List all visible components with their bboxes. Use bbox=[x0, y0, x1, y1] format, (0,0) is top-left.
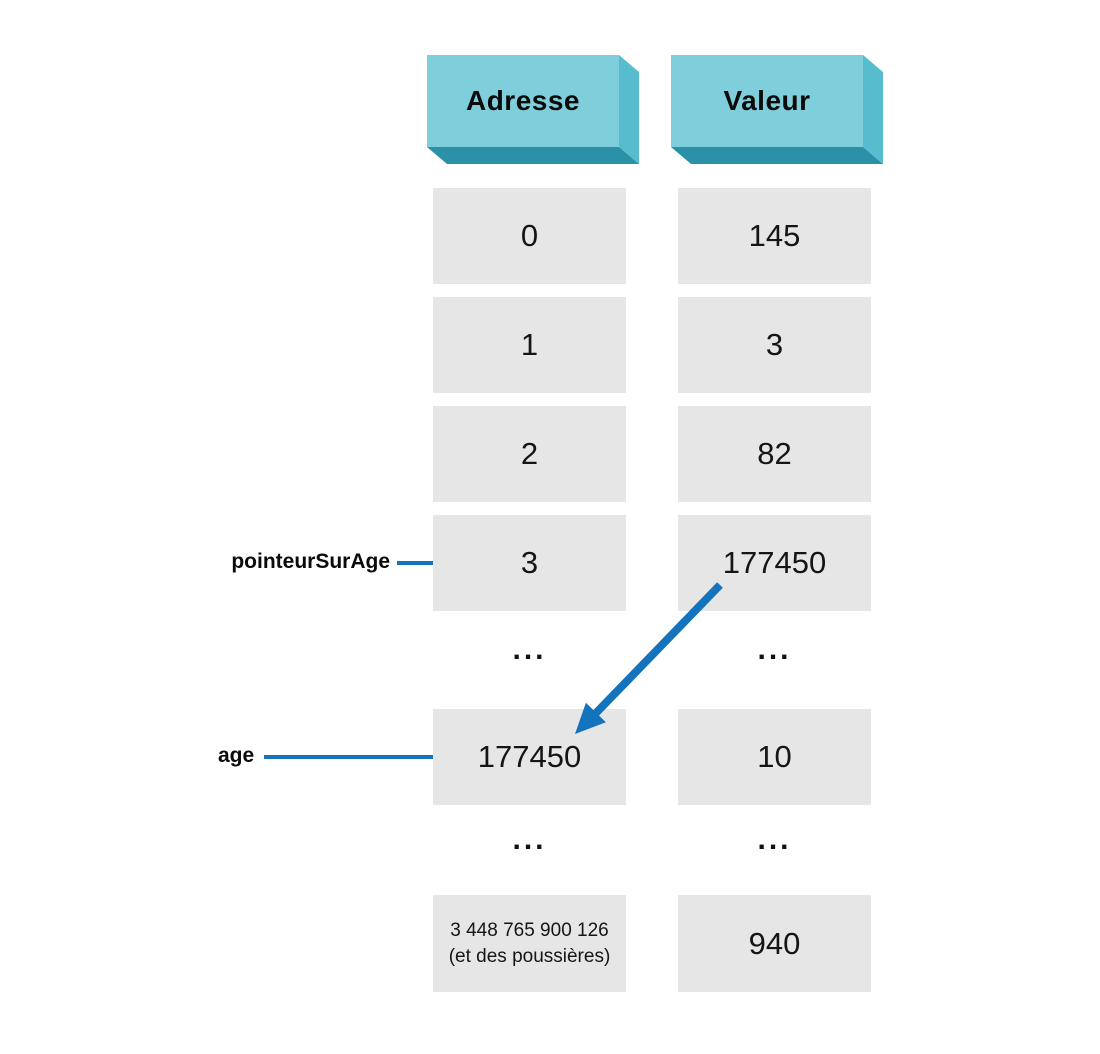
ellipsis-text: ... bbox=[757, 823, 792, 856]
address-ellipsis-1: ... bbox=[433, 611, 626, 707]
ellipsis-text: ... bbox=[512, 823, 547, 856]
pointer-variable-label: pointeurSurAge bbox=[231, 550, 390, 573]
pointer-connector-line bbox=[397, 561, 433, 565]
ellipsis-text: ... bbox=[757, 633, 792, 666]
header-3d-box bbox=[671, 55, 883, 164]
value-ellipsis-1: ... bbox=[678, 611, 871, 707]
max-address-line2: (et des poussières) bbox=[448, 945, 611, 967]
value-column-header: Valeur bbox=[671, 55, 886, 167]
value-ellipsis-2: ... bbox=[678, 805, 871, 893]
address-cell-3: 3 bbox=[433, 515, 626, 611]
address-cell-max: 3 448 765 900 126 (et des poussières) bbox=[433, 895, 626, 992]
value-cell-2: 82 bbox=[678, 406, 871, 502]
value-cell-3-pointer: 177450 bbox=[678, 515, 871, 611]
value-header-label: Valeur bbox=[723, 85, 811, 116]
address-cell-0: 0 bbox=[433, 188, 626, 284]
address-column-header: Adresse bbox=[427, 55, 642, 167]
age-connector-line bbox=[264, 755, 433, 759]
header-3d-box bbox=[427, 55, 639, 164]
address-cell-177450: 177450 bbox=[433, 709, 626, 805]
age-variable-label: age bbox=[218, 744, 255, 767]
value-cell-age: 10 bbox=[678, 709, 871, 805]
value-cell-1: 3 bbox=[678, 297, 871, 393]
address-ellipsis-2: ... bbox=[433, 805, 626, 893]
address-cell-2: 2 bbox=[433, 406, 626, 502]
address-header-label: Adresse bbox=[465, 85, 580, 116]
max-address-line1: 3 448 765 900 126 bbox=[450, 919, 609, 941]
ellipsis-text: ... bbox=[512, 633, 547, 666]
address-cell-1: 1 bbox=[433, 297, 626, 393]
value-cell-0: 145 bbox=[678, 188, 871, 284]
value-cell-max: 940 bbox=[678, 895, 871, 992]
